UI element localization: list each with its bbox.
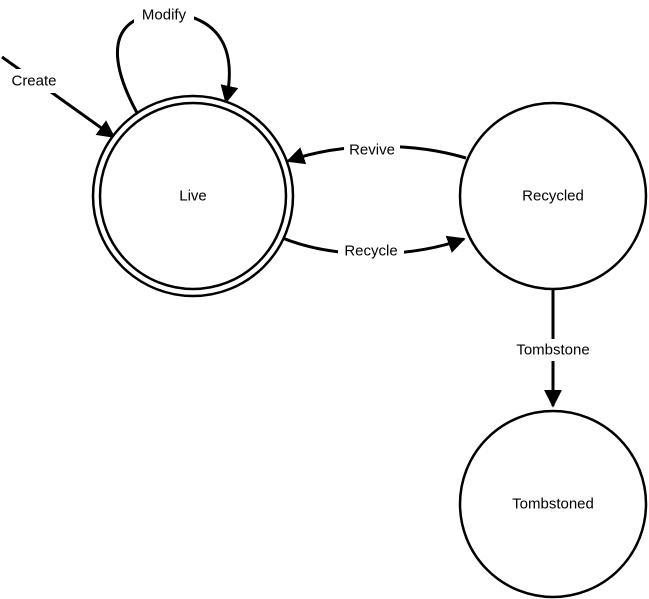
state-recycled: Recycled xyxy=(458,101,648,291)
revive-transition: Revive xyxy=(286,139,467,165)
tombstone-label-bg xyxy=(510,339,596,361)
modify-label: Modify xyxy=(142,7,187,24)
tombstoned-circle xyxy=(458,409,648,599)
state-live: Live xyxy=(91,94,295,298)
create-label-bg xyxy=(6,69,62,93)
modify-transition: Modify xyxy=(116,4,229,121)
recycle-label-bg xyxy=(338,240,404,262)
live-inner-ring xyxy=(98,101,288,291)
tombstone-label: Tombstone xyxy=(516,342,589,359)
recycle-transition: Recycle xyxy=(279,235,466,262)
state-tombstoned: Tombstoned xyxy=(458,409,648,599)
create-label: Create xyxy=(11,73,56,90)
revive-label: Revive xyxy=(349,142,395,159)
revive-label-bg xyxy=(344,139,400,161)
modify-edge xyxy=(116,14,229,121)
recycled-label: Recycled xyxy=(522,188,584,205)
tombstoned-label: Tombstoned xyxy=(512,496,594,513)
recycled-circle xyxy=(458,101,648,291)
modify-label-bg xyxy=(134,4,194,26)
live-label: Live xyxy=(179,188,207,205)
recycle-label: Recycle xyxy=(344,243,397,260)
tombstone-transition: Tombstone xyxy=(510,288,596,408)
create-transition: Create xyxy=(1,55,116,139)
